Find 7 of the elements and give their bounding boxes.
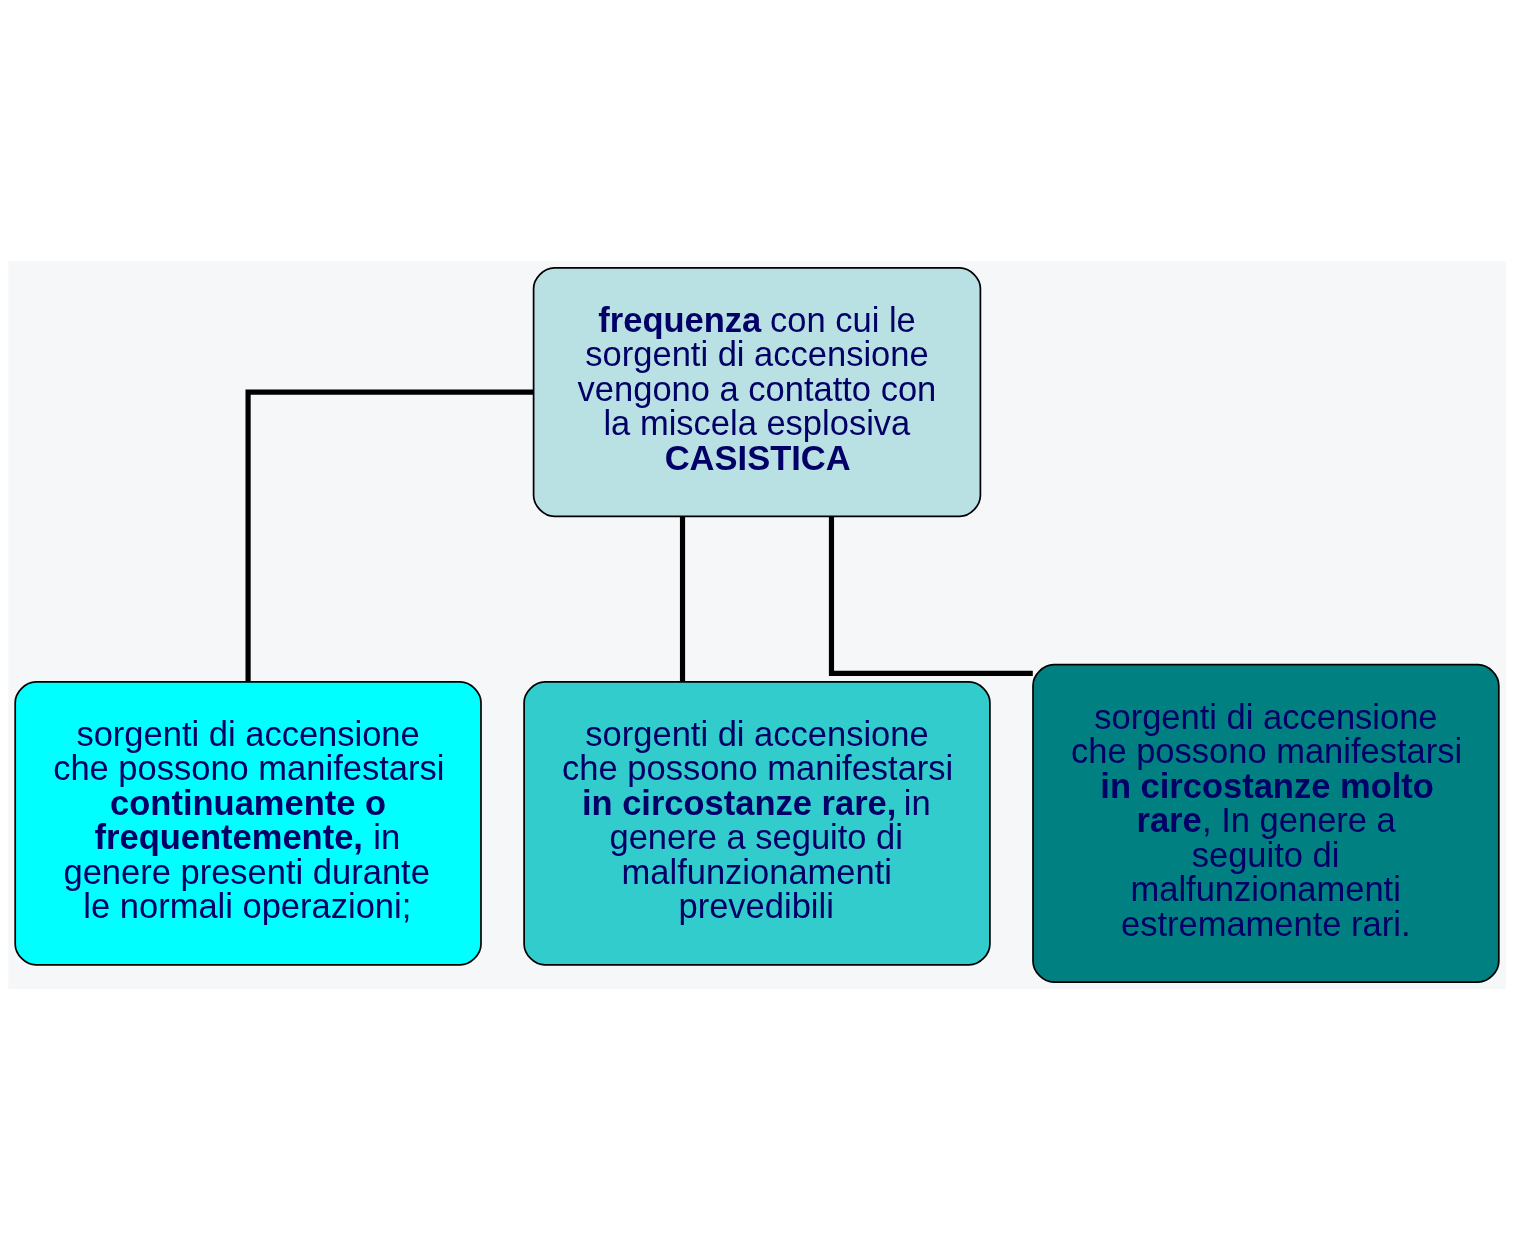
- node-box: sorgenti di accensione che possono manifestarsi continuamente o frequentemente, in genere presenti durante le normali operazioni;: [14, 680, 482, 966]
- connector: [679, 516, 686, 681]
- connector: [828, 516, 1033, 676]
- node-box: frequenza con cui le sorgenti di accensione vengono a contatto con la miscela esplosiva CASISTICA: [532, 266, 982, 517]
- connector: [245, 389, 534, 682]
- node-box: sorgenti di accensione che possono manifestarsi in circostanze rare, in genere a seguito di malfunzionamenti prevedibili: [523, 680, 991, 966]
- node-box: sorgenti di accensione che possono manifestarsi in circostanze molto rare, In genere a seguito di malfunzionamenti estremamente rari.: [1032, 663, 1500, 983]
